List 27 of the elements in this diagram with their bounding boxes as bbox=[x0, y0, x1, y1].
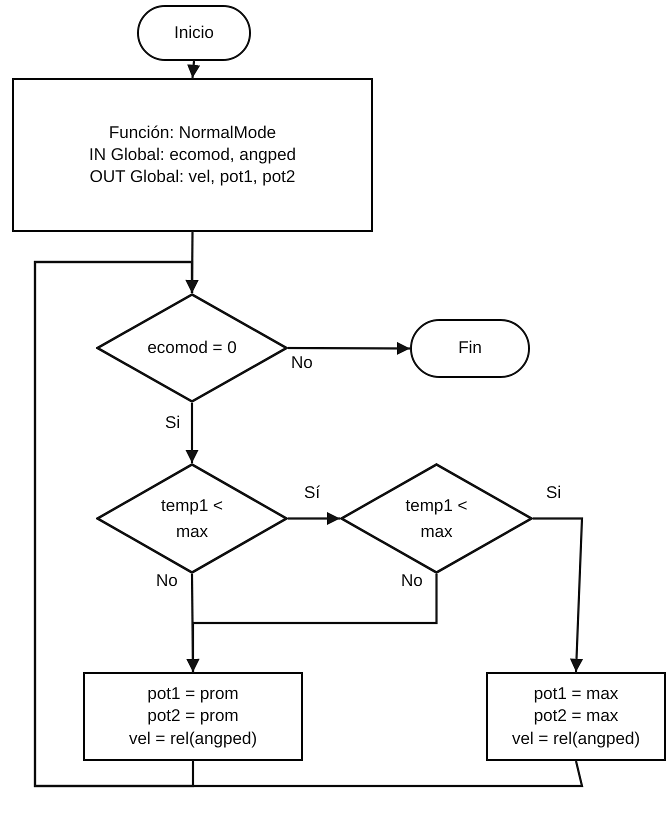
arrow bbox=[185, 403, 199, 463]
node-text: OUT Global: vel, pot1, pot2 bbox=[90, 166, 296, 188]
node-text: Función: NormalMode bbox=[108, 122, 276, 144]
process-box bbox=[83, 672, 303, 761]
decision-diamond bbox=[96, 293, 288, 403]
arrow bbox=[186, 574, 438, 672]
node-text: pot1 = prom bbox=[147, 683, 239, 706]
node-text: pot1 = max bbox=[534, 683, 618, 706]
decision-diamond bbox=[96, 463, 288, 574]
node-text: Fin bbox=[458, 337, 482, 360]
process-box bbox=[486, 672, 666, 761]
node-text: temp1 < max bbox=[404, 495, 468, 542]
arrow bbox=[187, 60, 200, 78]
arrow bbox=[533, 517, 584, 672]
decision-diamond bbox=[340, 463, 533, 574]
node-text: IN Global: ecomod, angped bbox=[89, 144, 296, 166]
node-text: pot2 = max bbox=[534, 705, 618, 728]
node-text: pot2 = prom bbox=[147, 705, 239, 728]
process-box bbox=[12, 78, 373, 232]
arrow bbox=[288, 342, 410, 356]
node-text: temp1 < max bbox=[160, 495, 224, 542]
node-text: Inicio bbox=[174, 22, 214, 44]
node-text: ecomod = 0 bbox=[147, 337, 237, 360]
node-text: vel = rel(angped) bbox=[512, 728, 640, 750]
node-text: vel = rel(angped) bbox=[128, 728, 258, 750]
arrow bbox=[288, 512, 340, 526]
arrow bbox=[34, 260, 584, 788]
